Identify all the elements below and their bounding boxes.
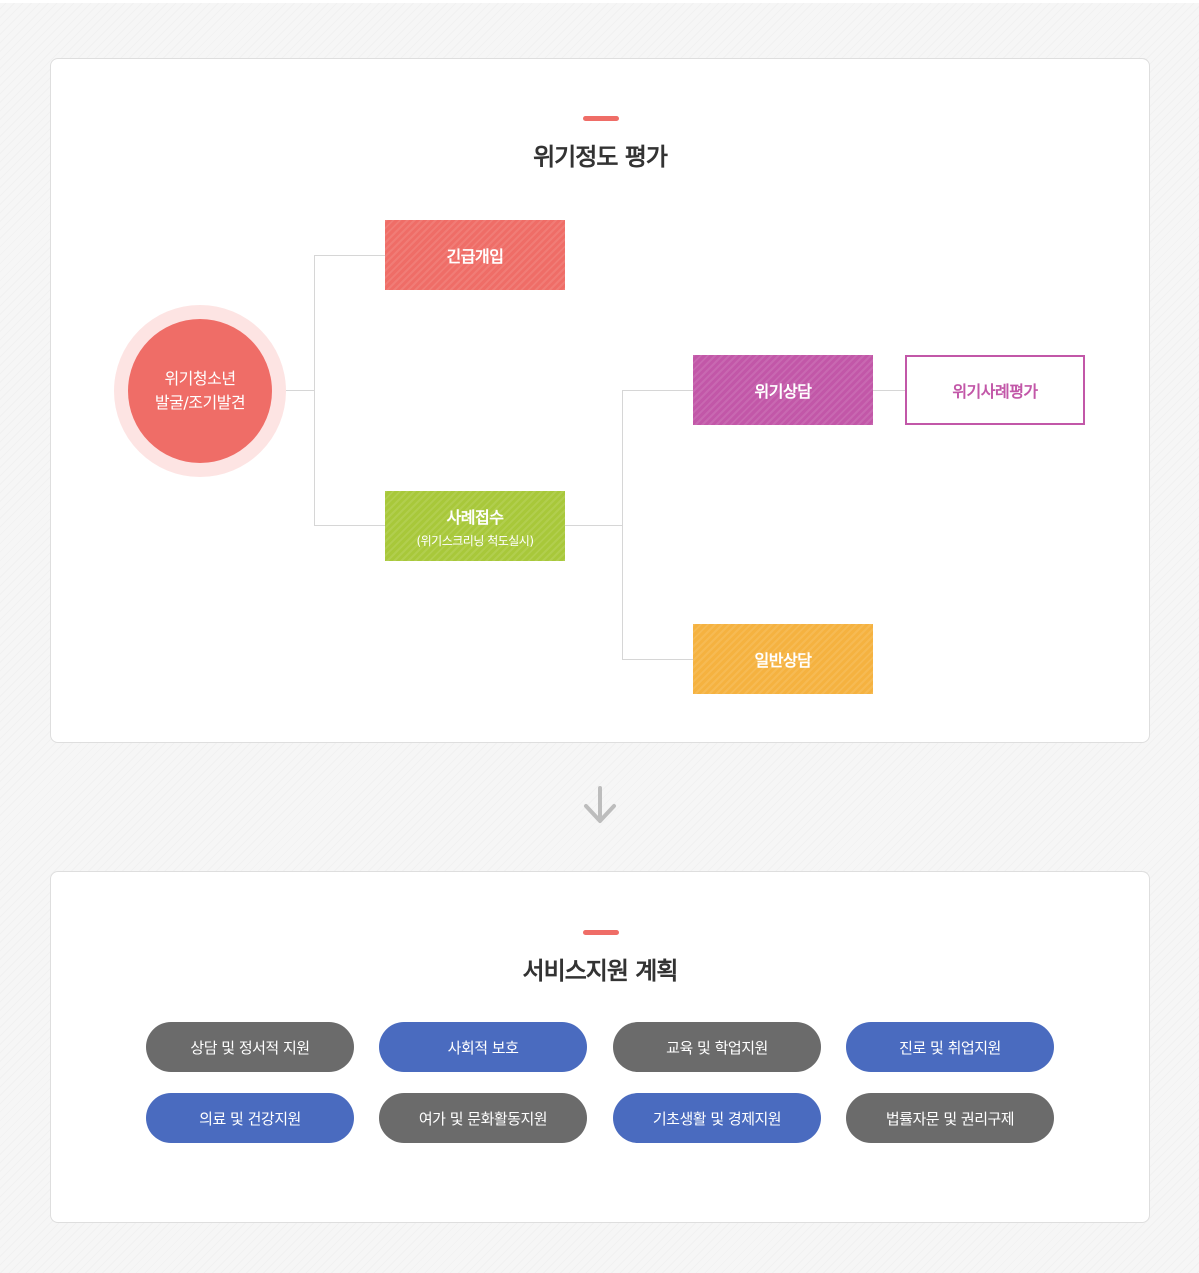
assessment-flow-diagram: 위기청소년 발굴/조기발견 긴급개입 사례접수 (위기스크리닝 척도실시) 위기… [51, 59, 1149, 742]
title-accent-bar [583, 116, 619, 121]
general-counseling-node: 일반상담 [693, 624, 873, 694]
connector-line [314, 525, 385, 526]
title-accent-bar [583, 930, 619, 935]
crisis-counseling-node: 위기상담 [693, 355, 873, 425]
service-pill-education: 교육 및 학업지원 [613, 1022, 821, 1072]
service-pill-legal: 법률자문 및 권리구제 [846, 1093, 1054, 1143]
connector-line [314, 255, 385, 256]
start-node: 위기청소년 발굴/조기발견 [128, 319, 272, 463]
crisis-counseling-label: 위기상담 [754, 382, 812, 401]
crisis-assessment-panel: 위기정도 평가 위기청소년 발굴/조기발견 긴급개입 사례접수 (위기스크리닝 … [50, 58, 1150, 743]
service-pill-career: 진로 및 취업지원 [846, 1022, 1054, 1072]
connector-line [286, 390, 314, 391]
start-node-halo: 위기청소년 발굴/조기발견 [114, 305, 286, 477]
crisis-case-evaluation-node: 위기사례평가 [905, 355, 1085, 425]
service-pill-leisure: 여가 및 문화활동지원 [379, 1093, 587, 1143]
connector-line [873, 390, 905, 391]
start-node-line1: 위기청소년 [164, 369, 236, 388]
arrow-down-icon [584, 786, 616, 823]
connector-line [622, 659, 693, 660]
service-plan-title: 서비스지원 계획 [522, 957, 679, 985]
start-node-line2: 발굴/조기발견 [154, 393, 246, 412]
general-counseling-label: 일반상담 [754, 651, 812, 670]
crisis-case-evaluation-label: 위기사례평가 [952, 382, 1038, 401]
service-pill-medical: 의료 및 건강지원 [146, 1093, 354, 1143]
connector-line [622, 390, 623, 660]
connector-line [314, 255, 315, 525]
service-plan-panel: 서비스지원 계획 상담 및 정서적 지원 사회적 보호 교육 및 학업지원 진로… [50, 871, 1150, 1223]
connector-line [622, 390, 693, 391]
connector-line [565, 525, 622, 526]
case-intake-node: 사례접수 (위기스크리닝 척도실시) [385, 491, 565, 561]
emergency-intervention-node: 긴급개입 [385, 220, 565, 290]
case-intake-sublabel: (위기스크리닝 척도실시) [416, 533, 534, 548]
emergency-intervention-label: 긴급개입 [446, 247, 504, 266]
crisis-assessment-title: 위기정도 평가 [533, 143, 668, 171]
top-border [0, 0, 1199, 3]
service-pill-social-protection: 사회적 보호 [379, 1022, 587, 1072]
service-pill-basic-living: 기초생활 및 경제지원 [613, 1093, 821, 1143]
case-intake-label: 사례접수 [446, 507, 504, 527]
service-pill-counseling: 상담 및 정서적 지원 [146, 1022, 354, 1072]
